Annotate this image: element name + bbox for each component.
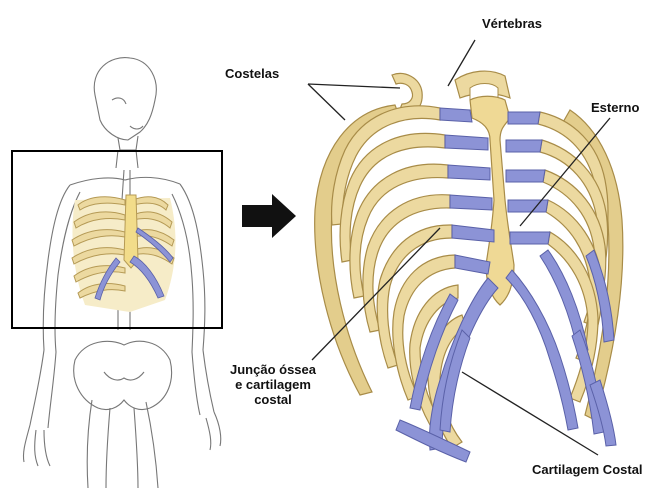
- label-cartilagem-costal: Cartilagem Costal: [532, 462, 643, 477]
- small-rib-cage: [72, 195, 175, 312]
- label-juncao: Junção óssea e cartilagem costal: [218, 362, 328, 407]
- label-esterno: Esterno: [591, 100, 639, 115]
- label-vertebras: Vértebras: [482, 16, 542, 31]
- label-juncao-line1: Junção óssea: [218, 362, 328, 377]
- large-rib-cage: [315, 71, 623, 462]
- arrow-right-icon: [242, 194, 296, 238]
- label-juncao-line2: e cartilagem: [218, 377, 328, 392]
- label-costelas: Costelas: [225, 66, 279, 81]
- label-juncao-line3: costal: [218, 392, 328, 407]
